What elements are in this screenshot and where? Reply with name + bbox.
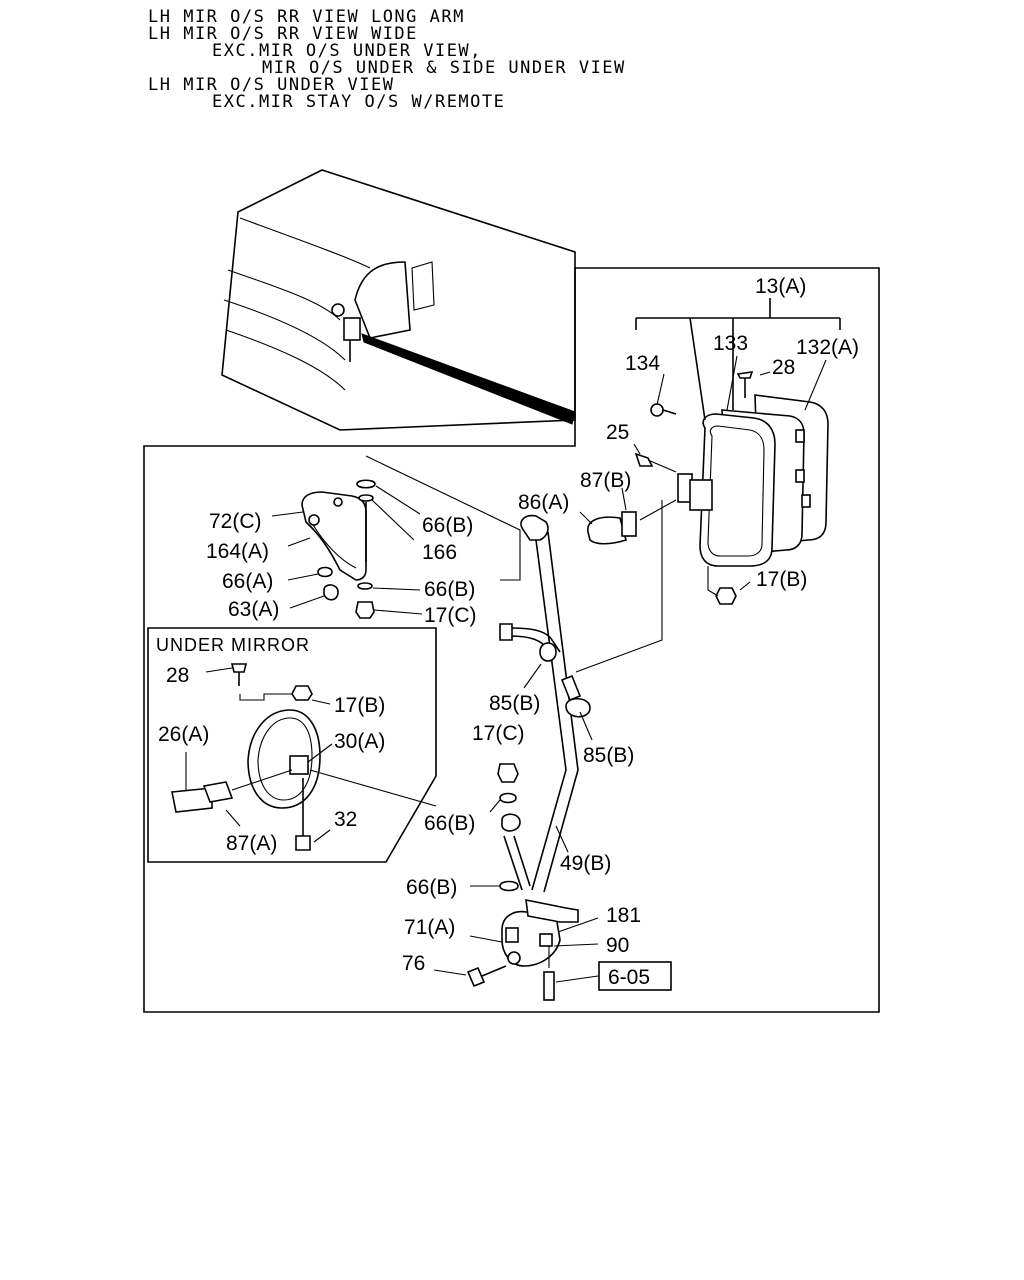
label-71a: 71(A) bbox=[404, 916, 455, 939]
label-66b-3: 66(B) bbox=[424, 812, 475, 835]
label-66b-2: 66(B) bbox=[424, 578, 475, 601]
truck-cab-illustration bbox=[221, 169, 576, 431]
label-63a: 63(A) bbox=[228, 598, 279, 621]
label-32: 32 bbox=[334, 808, 357, 831]
label-85b-1: 85(B) bbox=[489, 692, 540, 715]
label-87a: 87(A) bbox=[226, 832, 277, 855]
label-134: 134 bbox=[625, 352, 660, 375]
label-17c-1: 17(C) bbox=[424, 604, 477, 627]
header-line-3: EXC.MIR O/S UNDER VIEW, bbox=[212, 41, 482, 61]
label-132a: 132(A) bbox=[796, 336, 859, 359]
inset-title: UNDER MIRROR bbox=[156, 635, 310, 655]
label-26a: 26(A) bbox=[158, 723, 209, 746]
label-86a: 86(A) bbox=[518, 491, 569, 514]
label-72c: 72(C) bbox=[209, 510, 262, 533]
header-line-2: LH MIR O/S RR VIEW WIDE bbox=[148, 24, 418, 44]
label-30a: 30(A) bbox=[334, 730, 385, 753]
rectangular-mirror-assembly bbox=[677, 394, 829, 567]
upper-bracket-assembly bbox=[271, 455, 521, 619]
lower-bracket bbox=[433, 898, 599, 1001]
header-line-5: LH MIR O/S UNDER VIEW bbox=[148, 75, 394, 95]
header-block: LH MIR O/S RR VIEW LONG ARM LH MIR O/S R… bbox=[148, 7, 626, 112]
header-line-4: MIR O/S UNDER & SIDE UNDER VIEW bbox=[262, 58, 626, 78]
label-17c-2: 17(C) bbox=[472, 722, 525, 745]
main-frame bbox=[143, 267, 880, 1013]
reference-box bbox=[598, 961, 672, 991]
label-133: 133 bbox=[713, 332, 748, 355]
label-13a: 13(A) bbox=[755, 275, 806, 298]
label-85b-2: 85(B) bbox=[583, 744, 634, 767]
label-181: 181 bbox=[606, 904, 641, 927]
mirror-stay-arm bbox=[499, 514, 593, 893]
label-6-05: 6-05 bbox=[608, 966, 650, 989]
header-line-6: EXC.MIR STAY O/S W/REMOTE bbox=[212, 92, 505, 112]
callout-labels: 13(A) 134 133 132(A) 28 25 87(B) 86(A) 1… bbox=[158, 275, 859, 989]
label-28-inset: 28 bbox=[166, 664, 189, 687]
under-mirror-inset: UNDER MIRROR bbox=[147, 627, 437, 863]
label-76: 76 bbox=[402, 952, 425, 975]
label-17b-inset: 17(B) bbox=[334, 694, 385, 717]
label-66b-1: 66(B) bbox=[422, 514, 473, 537]
header-line-1: LH MIR O/S RR VIEW LONG ARM bbox=[148, 7, 465, 27]
label-17b-right: 17(B) bbox=[756, 568, 807, 591]
mirror-hardware bbox=[575, 371, 771, 673]
bracket-13a bbox=[635, 298, 841, 421]
label-166: 166 bbox=[422, 541, 457, 564]
label-164a: 164(A) bbox=[206, 540, 269, 563]
label-90: 90 bbox=[606, 934, 629, 957]
label-87b: 87(B) bbox=[580, 469, 631, 492]
label-28-top: 28 bbox=[772, 356, 795, 379]
arm-hardware bbox=[470, 763, 519, 892]
label-66b-4: 66(B) bbox=[406, 876, 457, 899]
label-49b: 49(B) bbox=[560, 852, 611, 875]
label-25: 25 bbox=[606, 421, 629, 444]
label-66a: 66(A) bbox=[222, 570, 273, 593]
